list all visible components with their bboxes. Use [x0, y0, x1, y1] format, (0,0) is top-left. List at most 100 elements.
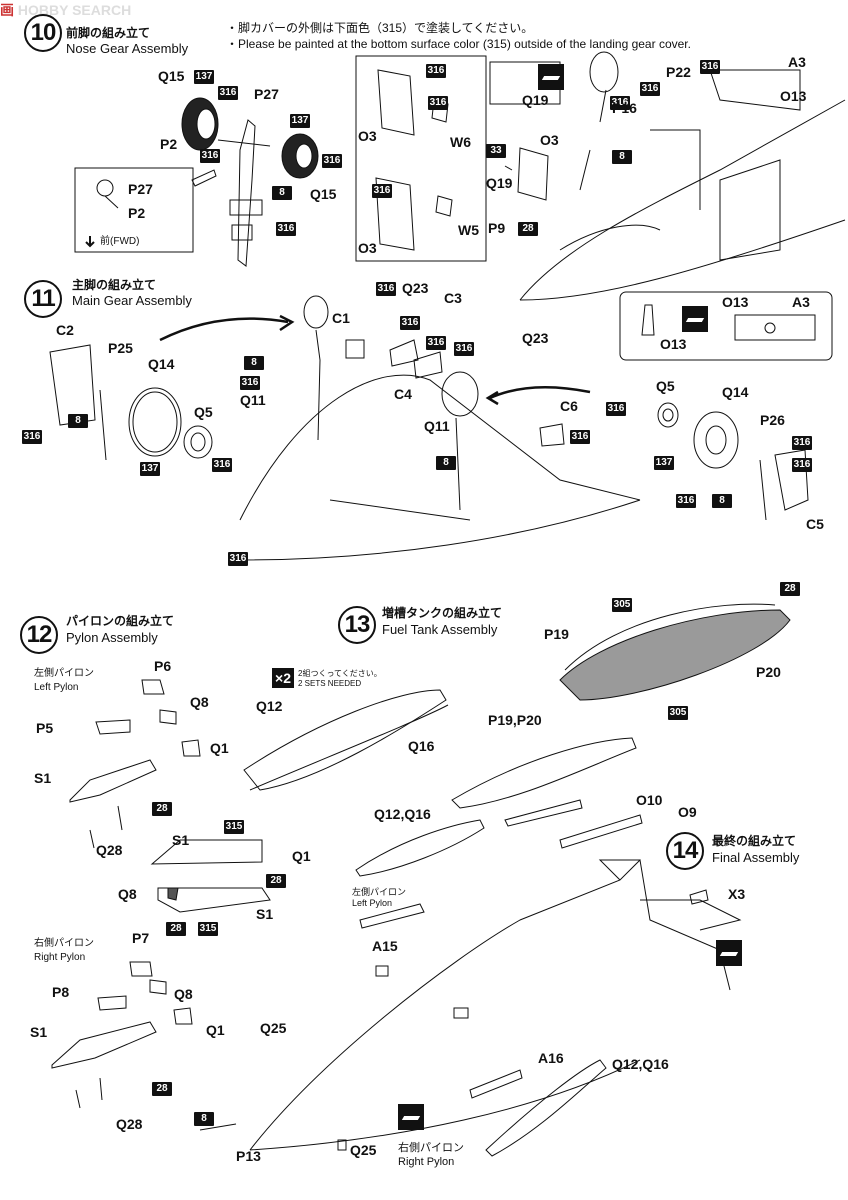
- part-label-q28: Q28: [116, 1116, 143, 1132]
- paint-316: 316: [22, 430, 42, 444]
- paint-316: 316: [426, 336, 446, 350]
- paint-316: 316: [606, 402, 626, 416]
- part-label-p16: P16: [612, 100, 637, 116]
- step-11-title-jp: 主脚の組み立て: [72, 278, 157, 292]
- step-13-title-jp: 増槽タンクの組み立て: [382, 606, 503, 620]
- part-label-q19: Q19: [522, 92, 549, 108]
- paint-316: 316: [428, 96, 448, 110]
- part-label-x3: X3: [728, 886, 746, 902]
- part-label-p13: P13: [236, 1148, 261, 1164]
- paint-8: 8: [436, 452, 456, 470]
- left-pylon-jp: 左側パイロン: [34, 668, 94, 679]
- part-label-p25: P25: [108, 340, 133, 356]
- part-label-o3: O3: [358, 240, 377, 256]
- paint-8: 8: [712, 490, 732, 508]
- paint-316: 316: [676, 494, 696, 508]
- inset-label-p27: P27: [128, 181, 153, 197]
- step-13-title-en: Fuel Tank Assembly: [382, 622, 498, 637]
- paint-137: 137: [290, 114, 310, 128]
- inset-label-p2: P2: [128, 205, 146, 221]
- paint-316: 316: [792, 436, 812, 450]
- step-13-number: 13: [338, 606, 376, 644]
- part-label-c3: C3: [444, 290, 462, 306]
- part-label-q25: Q25: [260, 1020, 287, 1036]
- part-label-c4: C4: [394, 386, 412, 402]
- part-label-a3: A3: [788, 54, 806, 70]
- paint-137: 137: [654, 456, 674, 470]
- decal-icon: [716, 940, 742, 966]
- part-label-q16: Q16: [408, 738, 435, 754]
- paint-316: 316: [426, 64, 446, 78]
- part-label-p5: P5: [36, 720, 54, 736]
- paint-8: 8: [612, 146, 632, 164]
- part-label-q5: Q5: [194, 404, 213, 420]
- paint-316: 316: [792, 458, 812, 472]
- right-pylon-en-2: Right Pylon: [398, 1156, 455, 1168]
- paint-28: 28: [780, 578, 800, 596]
- paint-316: 316: [218, 86, 238, 100]
- fwd-indicator: 前(FWD): [100, 236, 140, 247]
- part-label-c1: C1: [332, 310, 350, 326]
- part-label-o13: O13: [722, 294, 749, 310]
- paint-316: 316: [400, 316, 420, 330]
- part-label-o13: O13: [780, 88, 807, 104]
- decal-icon: [398, 1104, 424, 1130]
- part-label-q11: Q11: [240, 392, 266, 408]
- sets-jp: 2組つくってください。: [298, 669, 382, 678]
- paint-8: 8: [272, 182, 292, 200]
- part-label-q5: Q5: [656, 378, 675, 394]
- part-label-p6: P6: [154, 658, 172, 674]
- part-label-s1: S1: [34, 770, 52, 786]
- paint-316: 316: [322, 154, 342, 168]
- part-label-q8: Q8: [174, 986, 193, 1002]
- paint-316: 316: [700, 60, 720, 74]
- part-label-s1: S1: [172, 832, 190, 848]
- part-label-s1: S1: [30, 1024, 48, 1040]
- part-label-a15: A15: [372, 938, 398, 954]
- part-label-q1: Q1: [206, 1022, 225, 1038]
- part-label-p20: P20: [756, 664, 781, 680]
- part-label-o10: O10: [636, 792, 663, 808]
- part-label-q14: Q14: [722, 384, 749, 400]
- paint-28: 28: [518, 218, 538, 236]
- part-label-p8: P8: [52, 984, 70, 1000]
- paint-316: 316: [372, 184, 392, 198]
- part-label-q15: Q15: [310, 186, 337, 202]
- part-label-q28: Q28: [96, 842, 123, 858]
- paint-28: 28: [166, 918, 186, 936]
- part-label-s1: S1: [256, 906, 274, 922]
- part-label-q19: Q19: [486, 175, 513, 191]
- right-pylon-jp: 右側パイロン: [34, 938, 94, 949]
- part-label-p26: P26: [760, 412, 785, 428]
- step-14-title-jp: 最終の組み立て: [712, 834, 797, 848]
- part-label-q14: Q14: [148, 356, 175, 372]
- watermark-logo: 画: [0, 2, 14, 18]
- part-label-q1: Q1: [210, 740, 229, 756]
- left-pylon-en: Left Pylon: [34, 682, 79, 693]
- paint-315: 315: [198, 922, 218, 936]
- paint-137: 137: [194, 70, 214, 84]
- paint-316: 316: [240, 376, 260, 390]
- part-label-c6: C6: [560, 398, 578, 414]
- part-label-q12-q16: Q12,Q16: [612, 1056, 669, 1072]
- paint-28: 28: [152, 798, 172, 816]
- part-label-q11: Q11: [424, 418, 450, 434]
- paint-8: 8: [68, 410, 88, 428]
- part-label-q12-q16: Q12,Q16: [374, 806, 431, 822]
- left-pylon-en-2: Left Pylon: [352, 898, 393, 908]
- paint-8: 8: [244, 352, 264, 370]
- part-label-c2: C2: [56, 322, 74, 338]
- step-10-title-en: Nose Gear Assembly: [66, 41, 189, 56]
- part-label-q23: Q23: [522, 330, 549, 346]
- left-pylon-jp-2: 左側パイロン: [352, 887, 407, 897]
- step-11-number: 11: [24, 280, 62, 318]
- note-en: ・Please be painted at the bottom surface…: [226, 37, 691, 51]
- step-11-title-en: Main Gear Assembly: [72, 293, 192, 308]
- part-label-p19-p20: P19,P20: [488, 712, 542, 728]
- step-14-title-en: Final Assembly: [712, 850, 800, 865]
- paint-316: 316: [454, 342, 474, 356]
- paint-316: 316: [376, 282, 396, 296]
- part-label-q8: Q8: [190, 694, 209, 710]
- paint-316: 316: [570, 430, 590, 444]
- part-label-p2: P2: [160, 136, 178, 152]
